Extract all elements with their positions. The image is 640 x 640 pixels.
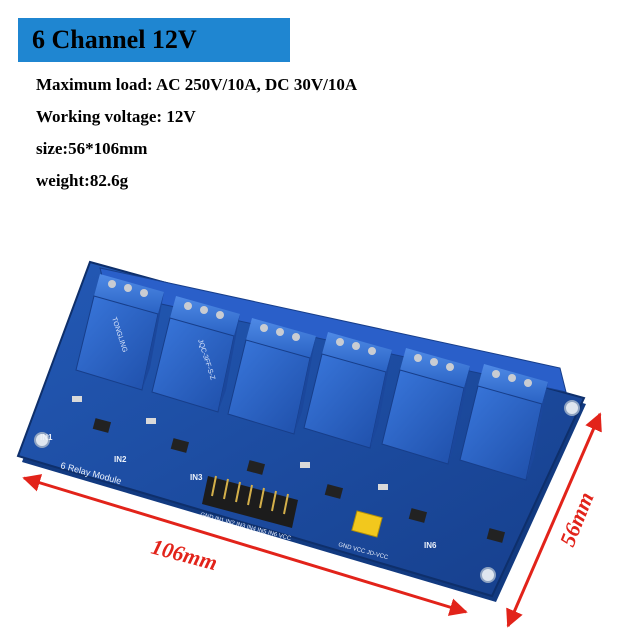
relay-4 — [303, 332, 392, 449]
spec-weight: weight:82.6g — [36, 171, 129, 190]
input-label-in6: IN6 — [424, 541, 437, 550]
width-arrow — [506, 412, 602, 628]
title-banner: 6 Channel 12V — [18, 18, 290, 62]
spec-max-load: Maximum load: AC 250V/10A, DC 30V/10A — [36, 75, 358, 94]
relay-1 — [75, 274, 164, 391]
input-label-in1: IN1 — [40, 433, 53, 442]
relay-3 — [227, 318, 316, 435]
relay-5 — [381, 348, 470, 465]
mount-hole — [480, 567, 496, 583]
spec-working-voltage: Working voltage: 12V — [36, 107, 196, 126]
length-dimension-label: 106mm — [149, 534, 220, 576]
product-title: 6 Channel 12V — [32, 25, 197, 54]
spec-size: size:56*106mm — [36, 139, 148, 158]
mount-hole — [34, 432, 50, 448]
mount-hole — [564, 400, 580, 416]
input-label-in3: IN3 — [190, 473, 203, 482]
width-dimension-label: 56mm — [554, 488, 598, 550]
length-arrow — [22, 474, 468, 616]
spec-list: Maximum load: AC 250V/10A, DC 30V/10A Wo… — [36, 72, 357, 200]
relay-2 — [151, 296, 240, 413]
input-label-in2: IN2 — [114, 455, 127, 464]
relays — [75, 274, 548, 481]
